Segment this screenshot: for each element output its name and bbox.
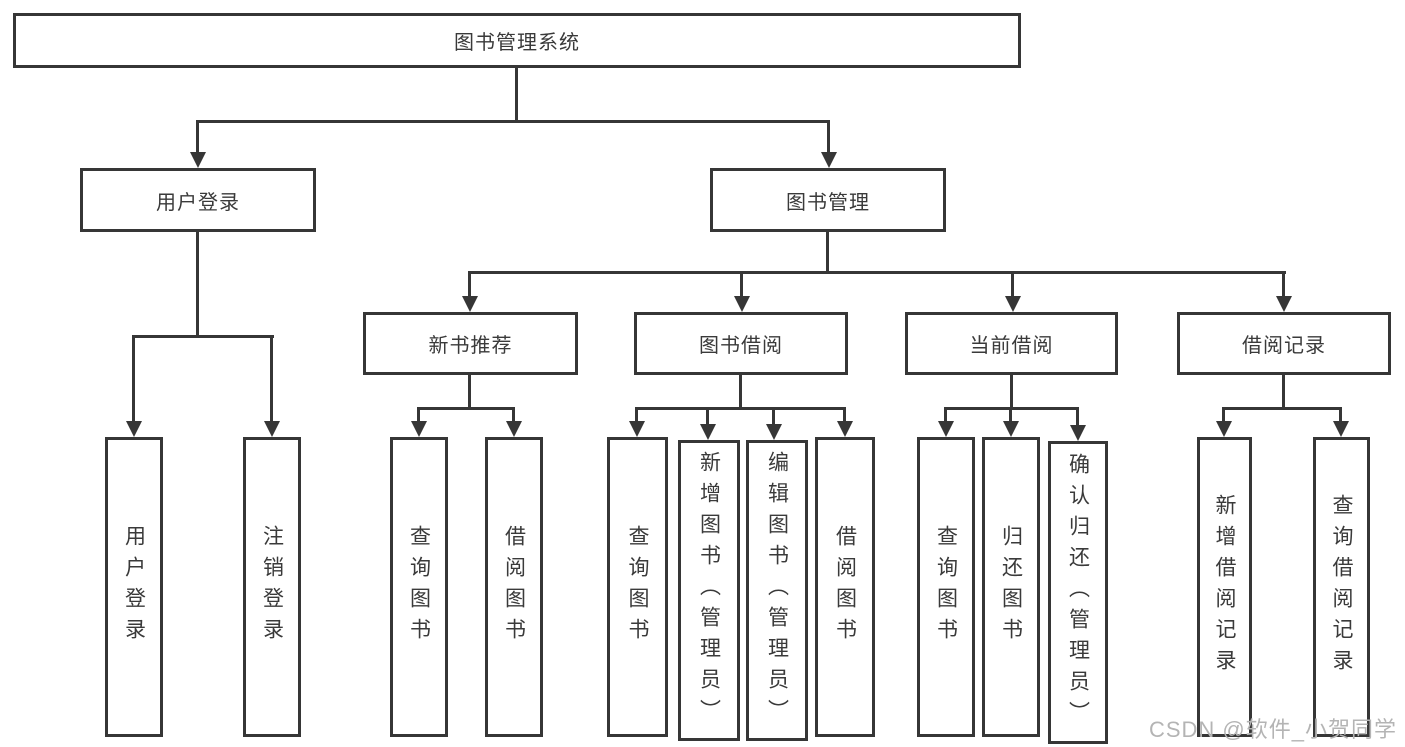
- arrow-down-icon: [837, 407, 853, 437]
- connector-login-stem: [196, 232, 199, 335]
- connector-newbook-stem: [468, 375, 471, 407]
- leaf-confirm-return-admin: 确认归还（管理员）: [1048, 441, 1108, 744]
- node-book-borrowing: 图书借阅: [634, 312, 848, 375]
- connector-login-rail: [132, 335, 274, 338]
- node-book-management: 图书管理: [710, 168, 946, 232]
- arrow-down-icon: [1216, 407, 1232, 437]
- leaf-borrow-books-recommend: 借阅图书: [485, 437, 543, 737]
- connector-root-stem: [515, 68, 518, 120]
- node-new-book-recommendation: 新书推荐: [363, 312, 578, 375]
- connector-records-stem: [1282, 375, 1285, 407]
- arrow-down-icon: [821, 120, 837, 168]
- leaf-user-login: 用户登录: [105, 437, 163, 737]
- arrow-down-icon: [411, 407, 427, 437]
- leaf-return-books: 归还图书: [982, 437, 1040, 737]
- connector-records-rail: [1223, 407, 1342, 410]
- leaf-add-books-admin: 新增图书（管理员）: [678, 440, 740, 741]
- leaf-query-borrow-record: 查询借阅记录: [1313, 437, 1370, 737]
- node-user-login: 用户登录: [80, 168, 316, 232]
- leaf-add-borrow-record: 新增借阅记录: [1197, 437, 1252, 737]
- node-borrowing-records: 借阅记录: [1177, 312, 1391, 375]
- connector-bookborrow-stem: [739, 375, 742, 407]
- arrow-down-icon: [629, 407, 645, 437]
- leaf-query-books-recommend: 查询图书: [390, 437, 448, 737]
- connector-currentborrow-stem: [1010, 375, 1013, 407]
- arrow-down-icon: [1276, 271, 1292, 312]
- arrow-down-icon: [734, 271, 750, 312]
- arrow-down-icon: [1003, 407, 1019, 437]
- connector-currentborrow-rail: [945, 407, 1079, 410]
- connector-bookborrow-rail: [636, 407, 846, 410]
- arrow-down-icon: [1333, 407, 1349, 437]
- arrow-down-icon: [126, 335, 142, 437]
- node-current-borrowing: 当前借阅: [905, 312, 1118, 375]
- connector-level2-rail: [196, 120, 830, 123]
- arrow-down-icon: [938, 407, 954, 437]
- leaf-logout: 注销登录: [243, 437, 301, 737]
- connector-level3-rail: [469, 271, 1286, 274]
- arrow-down-icon: [766, 407, 782, 440]
- arrow-down-icon: [700, 407, 716, 440]
- csdn-watermark: CSDN @软件_小贺同学: [1148, 717, 1397, 742]
- node-library-management-system: 图书管理系统: [13, 13, 1021, 68]
- arrow-down-icon: [506, 407, 522, 437]
- leaf-edit-books-admin: 编辑图书（管理员）: [746, 440, 808, 741]
- connector-newbook-rail: [418, 407, 515, 410]
- connector-mgmt-stem: [826, 232, 829, 271]
- leaf-borrow-books: 借阅图书: [815, 437, 875, 737]
- leaf-query-books-borrow: 查询图书: [607, 437, 668, 737]
- arrow-down-icon: [190, 120, 206, 168]
- arrow-down-icon: [1005, 271, 1021, 312]
- leaf-query-books-current: 查询图书: [917, 437, 975, 737]
- arrow-down-icon: [1070, 407, 1086, 441]
- arrow-down-icon: [264, 335, 280, 437]
- arrow-down-icon: [462, 271, 478, 312]
